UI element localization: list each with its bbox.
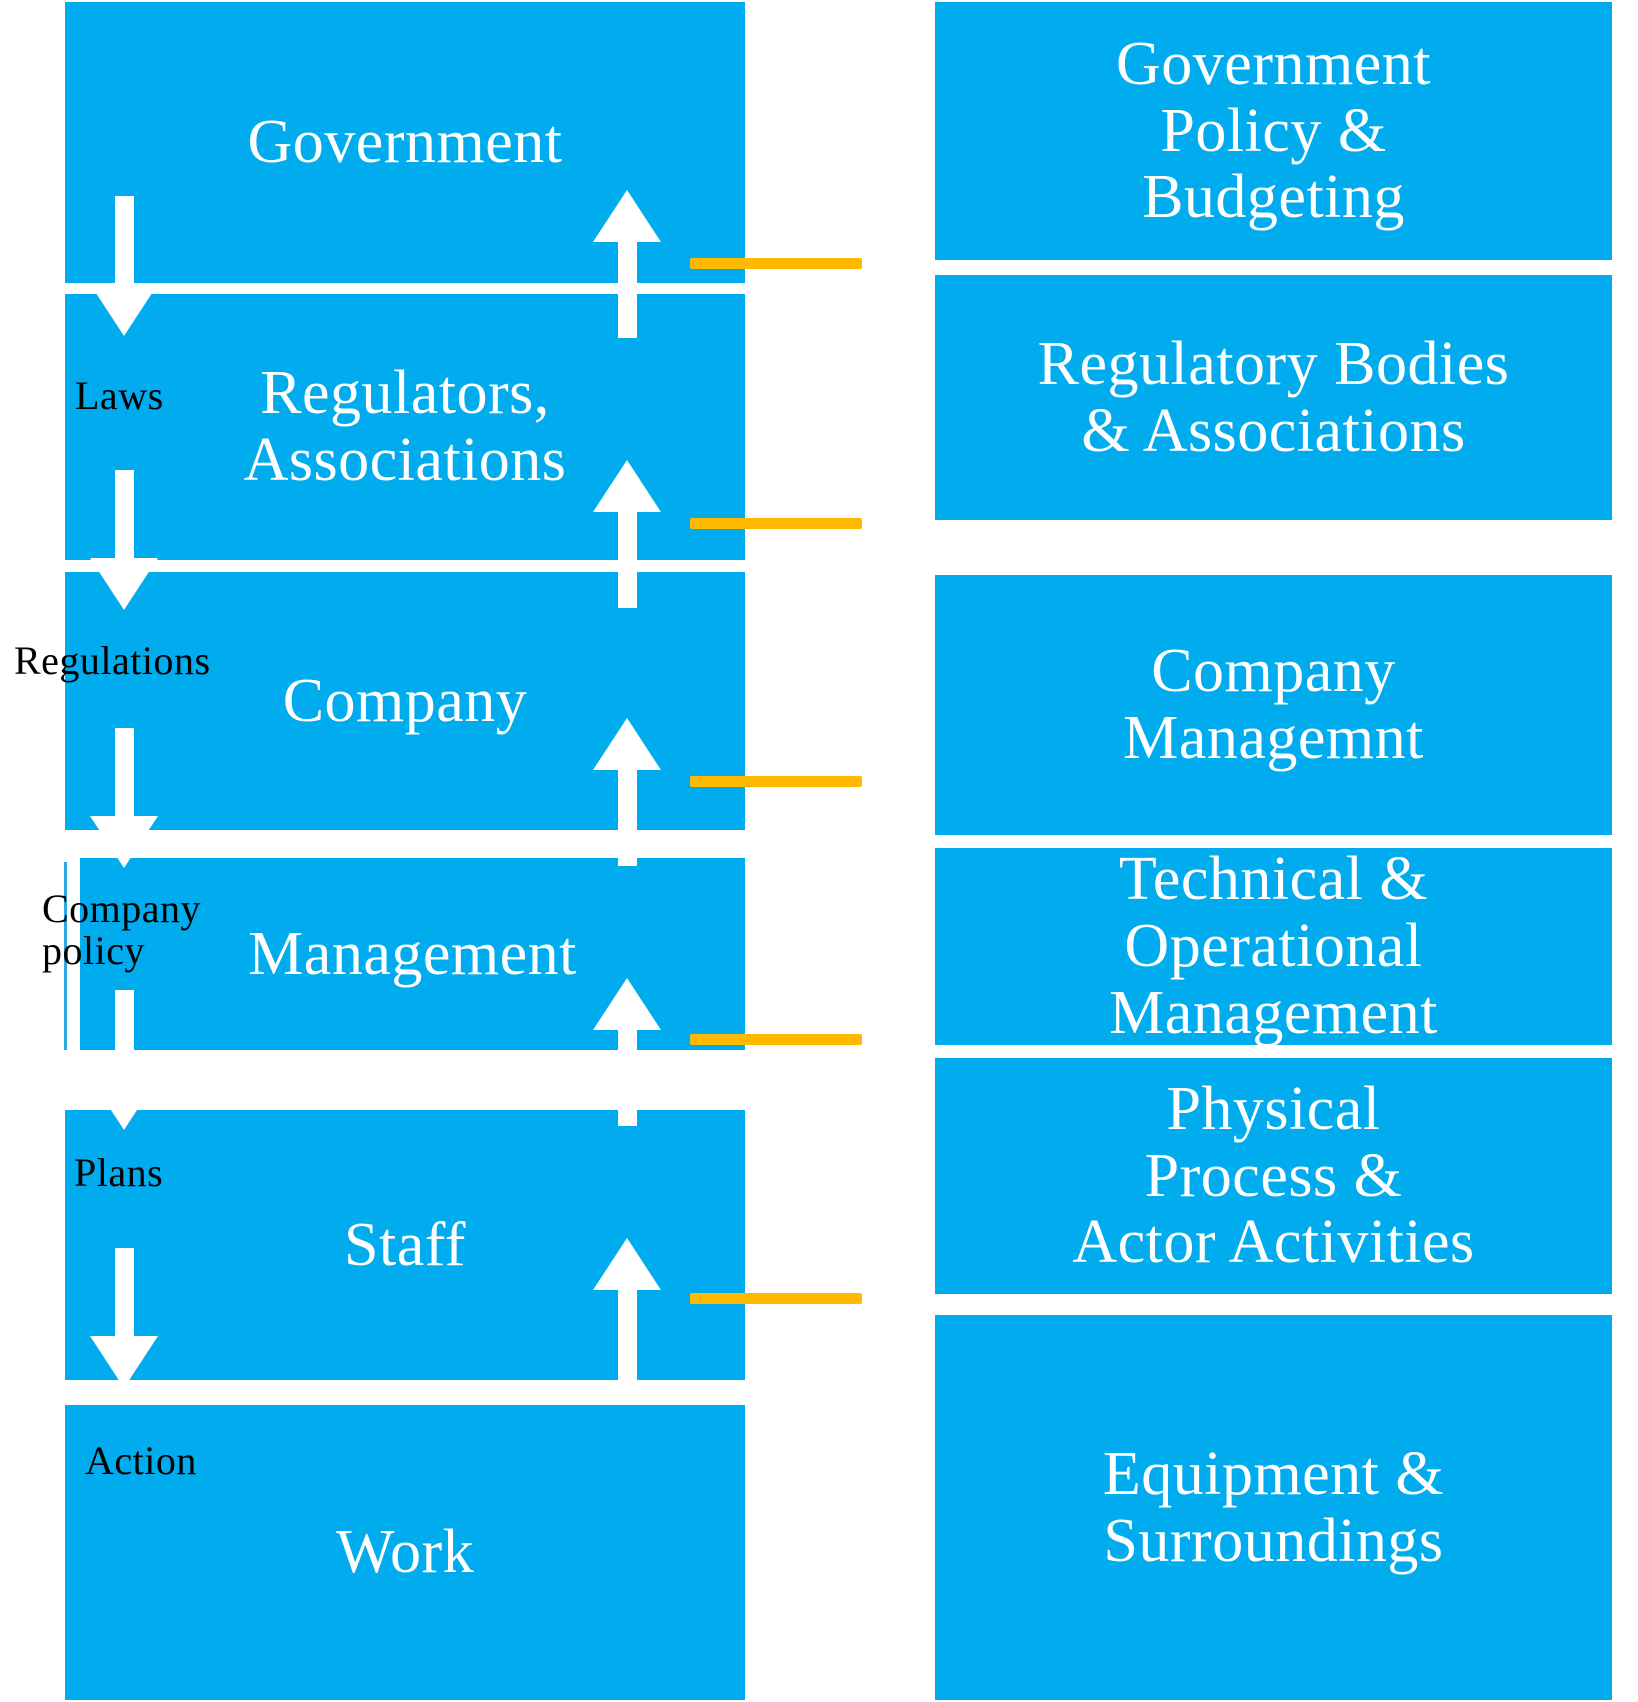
right-tier-tech-ops-label: Technical & Operational Management — [1109, 845, 1438, 1047]
left-tier-government[interactable]: Government — [65, 2, 745, 283]
up-arrow-shaft — [618, 770, 637, 866]
right-tier-physical-label: Physical Process & Actor Activities — [1072, 1074, 1475, 1277]
right-tier-tech-ops[interactable]: Technical & Operational Management — [935, 845, 1612, 1047]
up-arrow-shaft — [618, 1290, 637, 1386]
up-arrow-shaft — [618, 512, 637, 608]
tier-connector-4 — [690, 1034, 862, 1045]
right-tier-gov-policy-label: Government Policy & Budgeting — [1116, 29, 1431, 232]
left-tier-staff-label: Staff — [344, 1210, 466, 1279]
right-tier-company-mgmt[interactable]: Company Managemnt — [935, 575, 1612, 835]
down-arrow-head — [90, 284, 158, 336]
right-tier-gov-policy[interactable]: Government Policy & Budgeting — [935, 2, 1612, 260]
up-arrow-3 — [593, 718, 661, 866]
up-arrow-head — [593, 190, 661, 242]
down-arrow-head — [90, 816, 158, 868]
tier-connector-2 — [690, 518, 862, 529]
left-tier-work[interactable]: Work — [65, 1405, 745, 1700]
down-arrow-plans — [90, 990, 158, 1130]
up-arrow-4 — [593, 978, 661, 1126]
flow-label-regulations: Regulations — [14, 638, 211, 683]
down-arrow-shaft — [115, 728, 134, 816]
right-tier-company-mgmt-label: Company Managemnt — [1123, 637, 1424, 772]
up-arrow-head — [593, 460, 661, 512]
tier-connector-3 — [690, 776, 862, 787]
right-tier-physical[interactable]: Physical Process & Actor Activities — [935, 1058, 1612, 1294]
down-arrow-shaft — [115, 990, 134, 1078]
right-tier-regulatory-label: Regulatory Bodies & Associations — [1037, 329, 1510, 465]
left-tier-work-label: Work — [335, 1518, 475, 1587]
down-arrow-company-policy — [90, 728, 158, 868]
up-arrow-head — [593, 1238, 661, 1290]
down-arrow-laws — [90, 196, 158, 336]
down-arrow-shaft — [115, 470, 134, 558]
up-arrow-shaft — [618, 1030, 637, 1126]
tier-connector-5 — [690, 1293, 862, 1304]
right-tier-regulatory[interactable]: Regulatory Bodies & Associations — [935, 275, 1612, 520]
down-arrow-action — [90, 1248, 158, 1388]
tier-connector-1 — [690, 258, 862, 269]
up-arrow-2 — [593, 460, 661, 608]
company-policy-hairline — [64, 862, 67, 1050]
right-tier-equipment-label: Equipment & Surroundings — [1102, 1439, 1445, 1575]
left-tier-government-label: Government — [247, 108, 563, 177]
right-tier-equipment[interactable]: Equipment & Surroundings — [935, 1315, 1612, 1700]
up-arrow-head — [593, 718, 661, 770]
up-arrow-5 — [593, 1238, 661, 1386]
down-arrow-shaft — [115, 1248, 134, 1336]
left-tier-regulators-label: Regulators, Associations — [243, 359, 567, 494]
down-arrow-shaft — [115, 196, 134, 284]
flow-label-laws: Laws — [75, 373, 164, 418]
down-arrow-regulations — [90, 470, 158, 610]
up-arrow-1 — [593, 190, 661, 338]
flow-label-company-policy: Company policy — [42, 886, 202, 973]
up-arrow-shaft — [618, 242, 637, 338]
flow-label-plans: Plans — [74, 1150, 164, 1195]
down-arrow-head — [90, 558, 158, 610]
down-arrow-head — [90, 1078, 158, 1130]
left-tier-company-label: Company — [282, 666, 528, 735]
left-tier-management-label: Management — [248, 919, 577, 988]
down-arrow-head — [90, 1336, 158, 1388]
up-arrow-head — [593, 978, 661, 1030]
flow-label-action: Action — [85, 1438, 197, 1483]
